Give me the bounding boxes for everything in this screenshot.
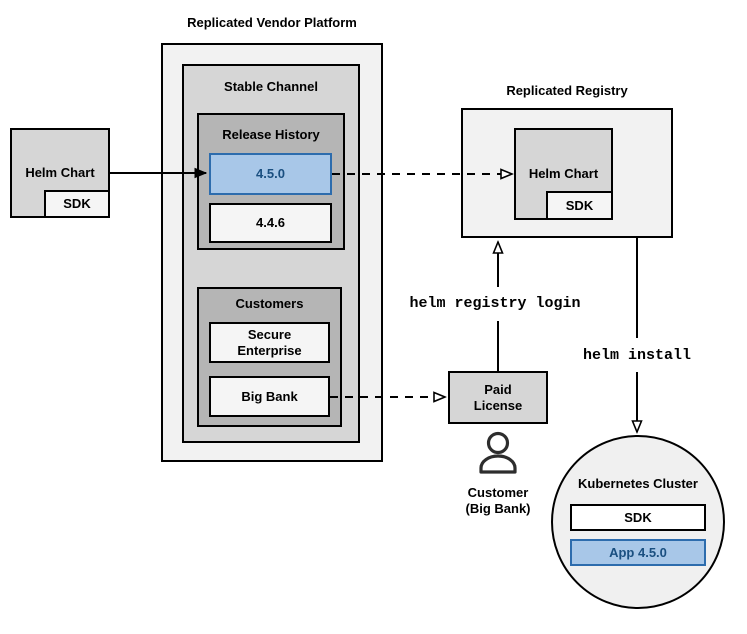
kubernetes-cluster-title: Kubernetes Cluster [578, 476, 698, 491]
kubernetes-app-box: App 4.5.0 [570, 539, 706, 566]
paid-license-box: Paid License [448, 371, 548, 424]
paid-license-label: Paid License [473, 381, 523, 413]
vendor-platform-title: Replicated Vendor Platform [187, 15, 357, 30]
customer-caption: Customer (Big Bank) [465, 485, 531, 516]
sdk-label: SDK [565, 197, 594, 213]
registry-helm-chart-label: Helm Chart [528, 166, 599, 182]
helm-chart-source-label: Helm Chart [25, 165, 95, 181]
registry-sdk-box: SDK [546, 191, 613, 220]
sdk-label: SDK [63, 196, 91, 212]
release-version-label: 4.5.0 [256, 166, 285, 182]
customer-name-label: Big Bank [241, 388, 298, 404]
app-version-label: App 4.5.0 [609, 544, 667, 560]
helm-chart-source-sdk-box: SDK [44, 190, 110, 218]
release-version-label: 4.4.6 [256, 215, 285, 231]
helm-registry-login-command: helm registry login [409, 295, 581, 312]
customers-title: Customers [235, 296, 304, 311]
kubernetes-sdk-box: SDK [570, 504, 706, 531]
customer-node-big-bank: Big Bank [209, 376, 330, 417]
release-node-4-4-6: 4.4.6 [209, 203, 332, 243]
release-node-4-5-0: 4.5.0 [209, 153, 332, 195]
sdk-label: SDK [624, 509, 652, 525]
registry-title: Replicated Registry [506, 83, 628, 98]
customer-node-secure-enterprise: Secure Enterprise [209, 322, 330, 363]
helm-install-command: helm install [582, 347, 692, 364]
stable-channel-title: Stable Channel [224, 79, 318, 94]
release-history-title: Release History [222, 127, 320, 142]
person-icon [479, 431, 517, 474]
customer-name-label: Secure Enterprise [237, 326, 302, 358]
